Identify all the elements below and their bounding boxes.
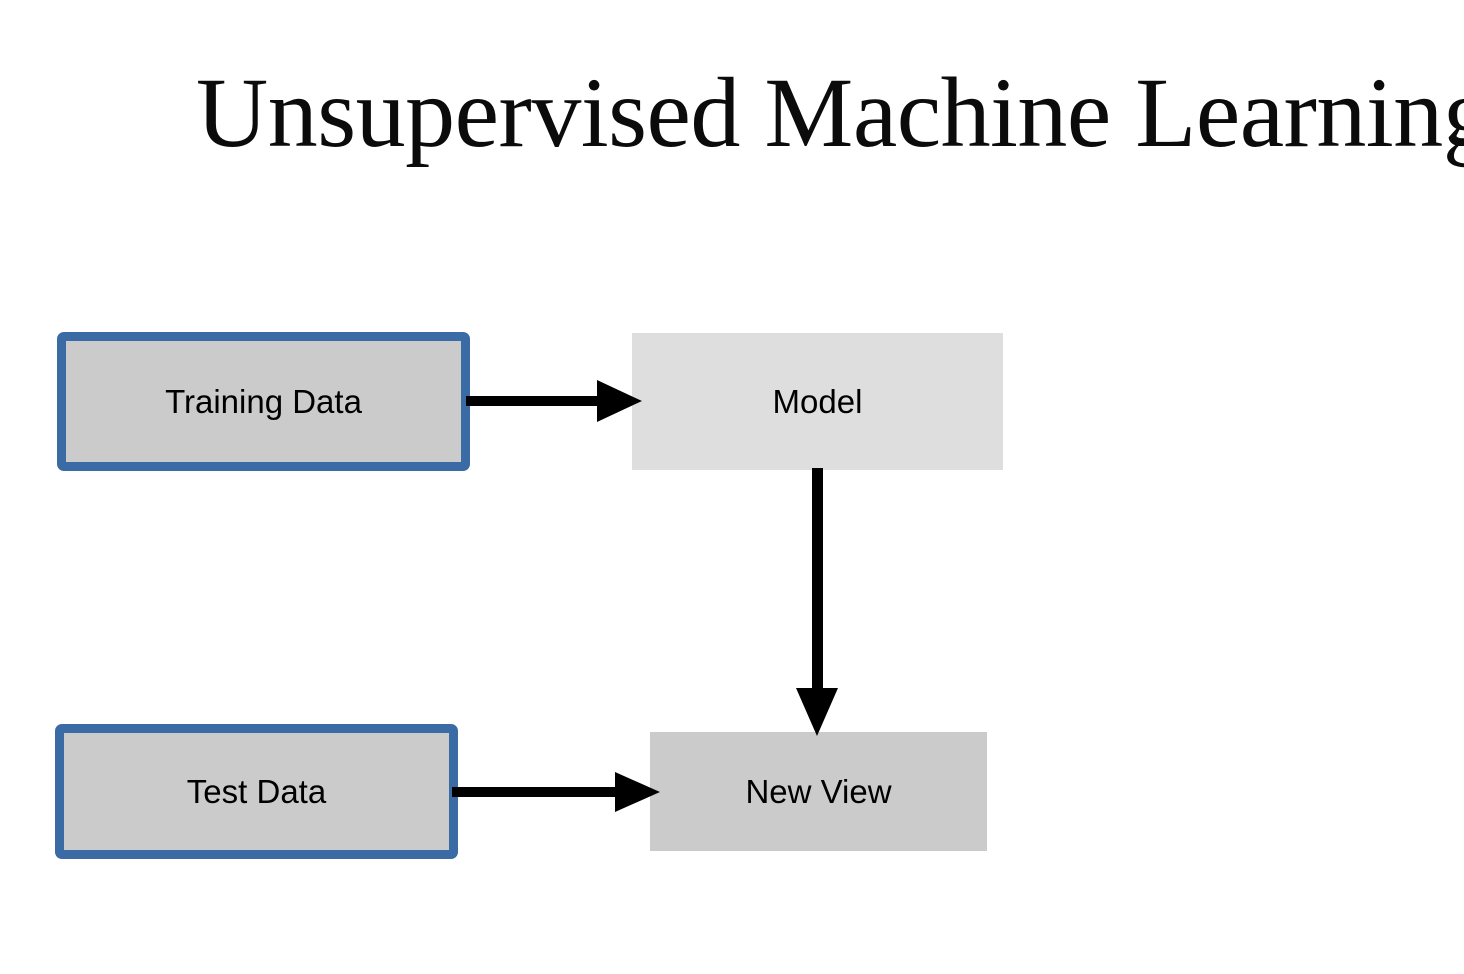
node-training-data[interactable]: Training Data <box>57 332 470 471</box>
arrow-training-data-to-model-icon <box>466 380 642 422</box>
node-new-view[interactable]: New View <box>650 732 987 851</box>
node-test-data-label: Test Data <box>186 773 327 810</box>
page-title: Unsupervised Machine Learning <box>196 57 1464 168</box>
node-test-data[interactable]: Test Data <box>55 724 458 859</box>
node-new-view-label: New View <box>745 773 892 810</box>
arrow-test-data-to-new-view-icon <box>452 772 660 812</box>
node-model-label: Model <box>772 383 863 420</box>
node-training-data-label: Training Data <box>165 383 362 420</box>
node-model[interactable]: Model <box>632 333 1003 470</box>
arrow-model-to-new-view-icon <box>796 468 838 736</box>
